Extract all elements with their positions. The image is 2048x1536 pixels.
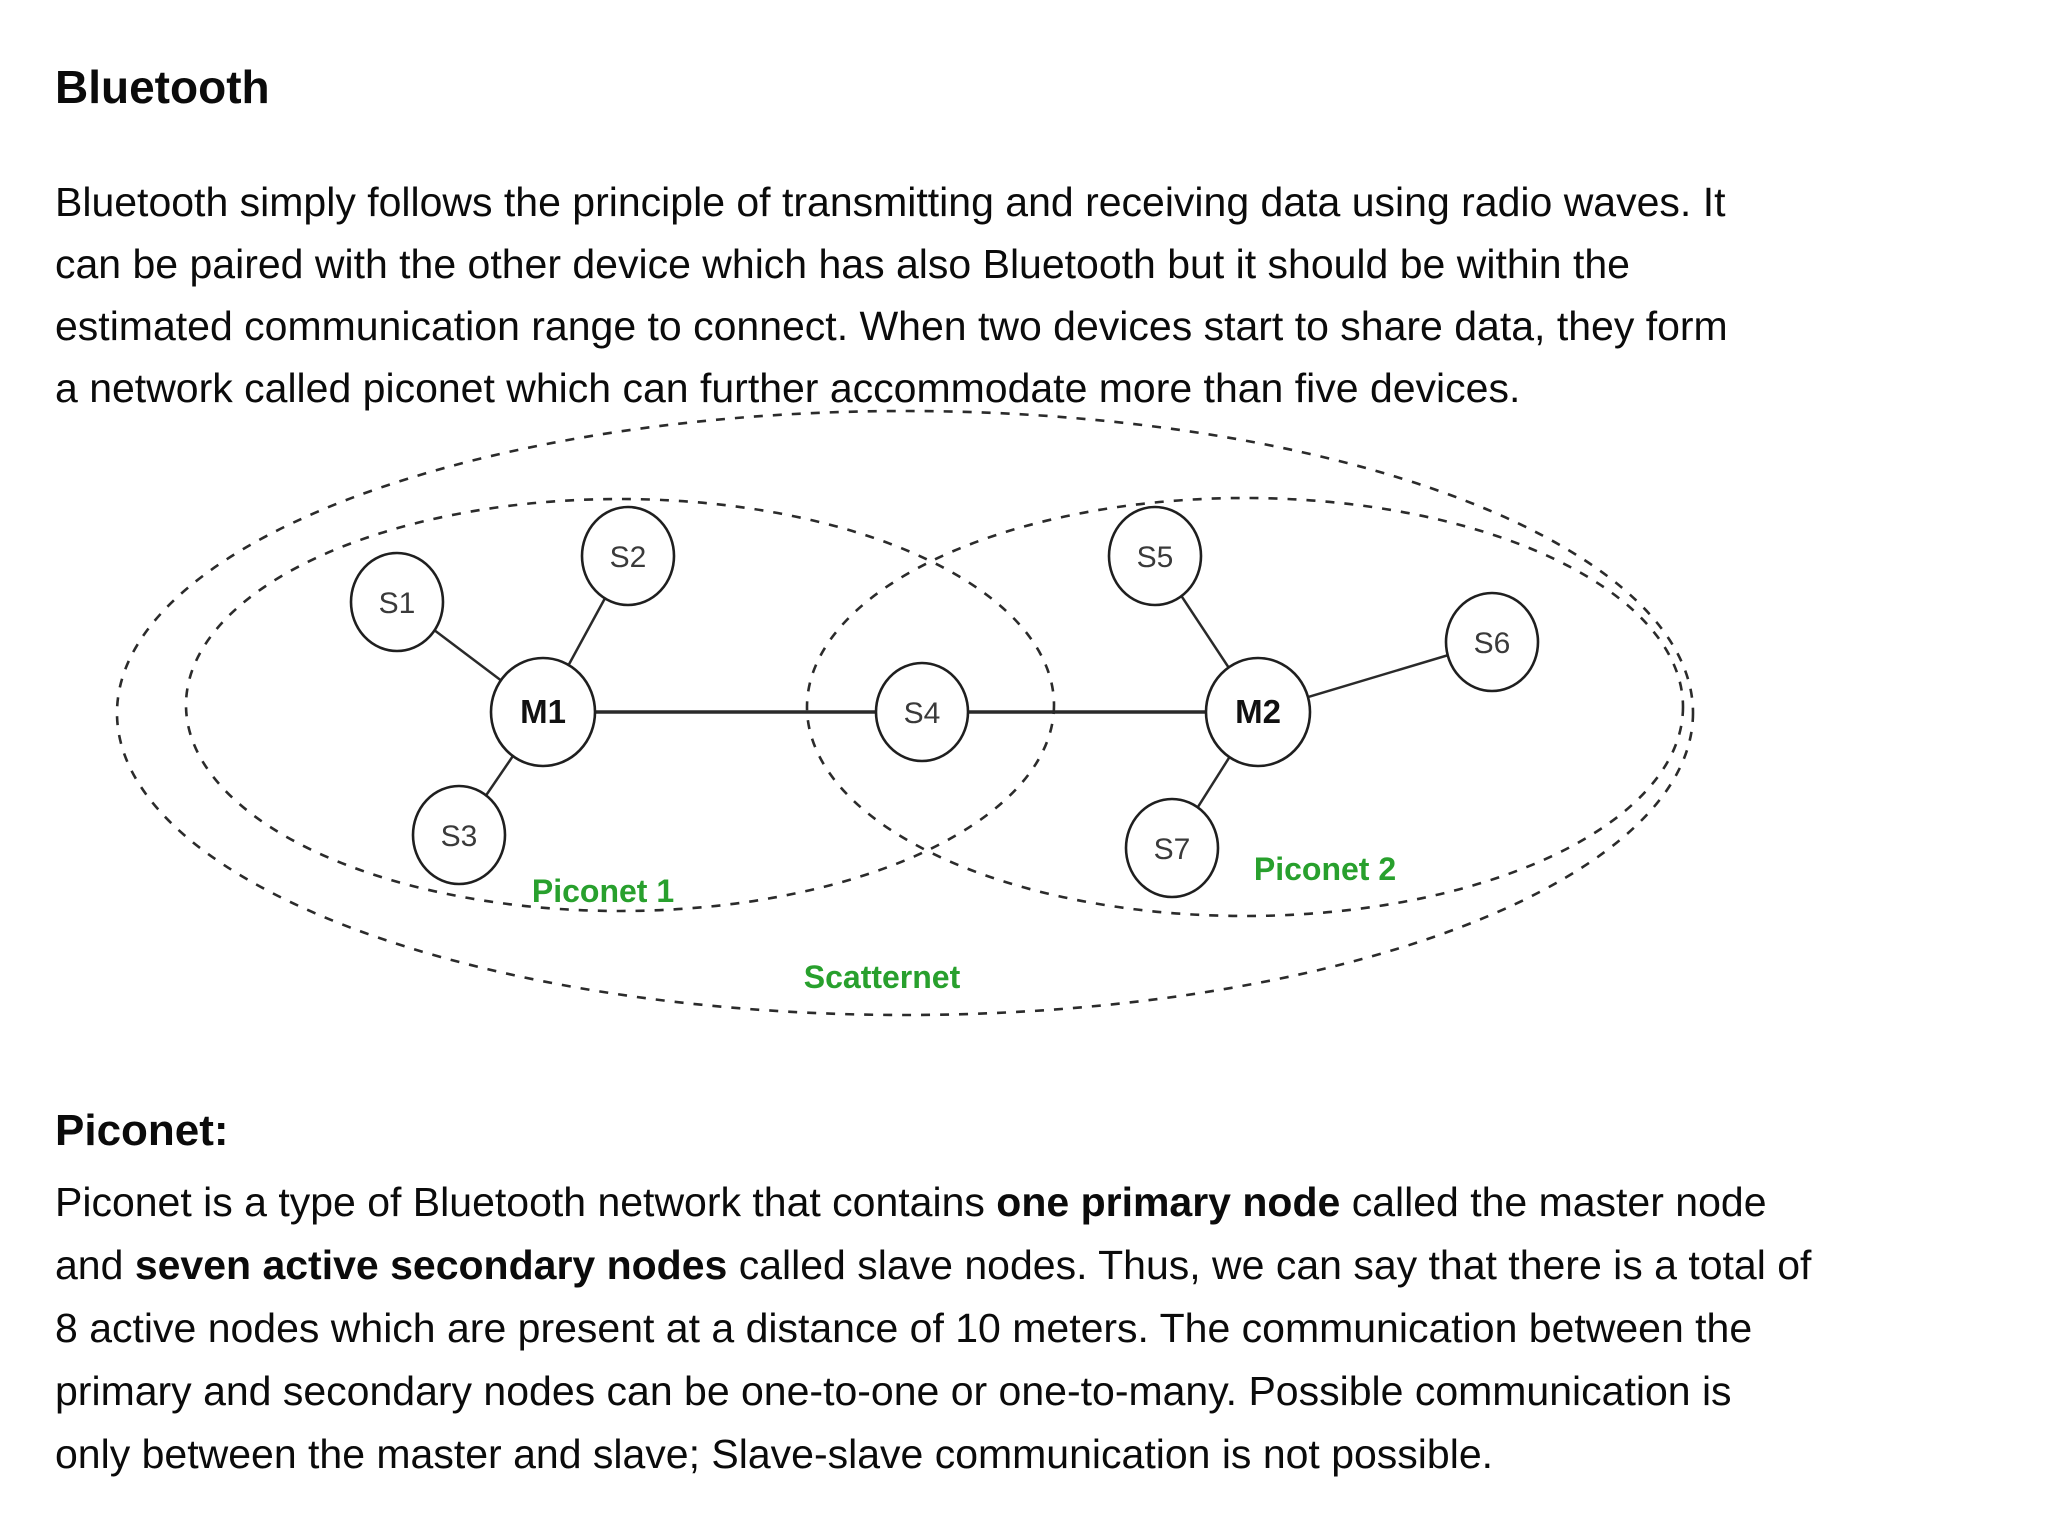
node-circle-M1 bbox=[489, 656, 597, 768]
node-label-S3: S3 bbox=[441, 820, 478, 853]
page-title: Bluetooth bbox=[55, 61, 270, 113]
piconet-1-label: Piconet 1 bbox=[532, 873, 674, 909]
piconet-2-label: Piconet 2 bbox=[1254, 851, 1396, 887]
text-segment: 8 active nodes which are present at a di… bbox=[55, 1305, 1753, 1351]
node-circle-S7 bbox=[1124, 797, 1220, 899]
text-segment: can be paired with the other device whic… bbox=[55, 241, 1630, 287]
bold-text-segment: one primary node bbox=[996, 1179, 1341, 1225]
text-line: 8 active nodes which are present at a di… bbox=[55, 1297, 2028, 1360]
text-line: only between the master and slave; Slave… bbox=[55, 1423, 2028, 1486]
text-line: and seven active secondary nodes called … bbox=[55, 1234, 2028, 1297]
node-label-S4: S4 bbox=[904, 697, 941, 730]
text-line: estimated communication range to connect… bbox=[55, 295, 2028, 357]
bold-text-segment: seven active secondary nodes bbox=[134, 1242, 728, 1288]
node-circle-S2 bbox=[580, 505, 676, 607]
text-line: a network called piconet which can furth… bbox=[55, 357, 2028, 419]
node-label-S5: S5 bbox=[1137, 541, 1174, 574]
node-circle-S6 bbox=[1444, 591, 1540, 693]
text-segment: called slave nodes. Thus, we can say tha… bbox=[727, 1242, 1812, 1288]
piconet-heading: Piconet: bbox=[55, 1106, 229, 1155]
text-segment: called the master node bbox=[1340, 1179, 1767, 1225]
text-segment: only between the master and slave; Slave… bbox=[55, 1431, 1494, 1477]
text-line: Bluetooth simply follows the principle o… bbox=[55, 171, 2028, 233]
node-circle-S3 bbox=[411, 784, 507, 886]
text-segment: Piconet is a type of Bluetooth network t… bbox=[55, 1179, 997, 1225]
text-segment: primary and secondary nodes can be one-t… bbox=[55, 1368, 1732, 1414]
node-circle-S5 bbox=[1107, 505, 1203, 607]
node-label-S7: S7 bbox=[1154, 833, 1191, 866]
node-label-S6: S6 bbox=[1474, 627, 1511, 660]
text-segment: a network called piconet which can furth… bbox=[55, 365, 1521, 411]
scatternet-range-ellipse bbox=[115, 409, 1695, 1017]
node-label-S2: S2 bbox=[610, 541, 647, 574]
text-line: primary and secondary nodes can be one-t… bbox=[55, 1360, 2028, 1423]
text-segment: estimated communication range to connect… bbox=[55, 303, 1728, 349]
scatternet-label: Scatternet bbox=[804, 959, 961, 995]
node-circle-S1 bbox=[349, 551, 445, 653]
intro-paragraph: Bluetooth simply follows the principle o… bbox=[55, 171, 2028, 419]
text-line: can be paired with the other device whic… bbox=[55, 233, 2028, 295]
node-circle-S4 bbox=[874, 661, 970, 763]
piconet-paragraph: Piconet is a type of Bluetooth network t… bbox=[55, 1171, 2028, 1486]
piconet-1-range-ellipse bbox=[184, 497, 1056, 913]
node-label-M1: M1 bbox=[520, 693, 566, 730]
text-line: Piconet is a type of Bluetooth network t… bbox=[55, 1171, 2028, 1234]
node-label-S1: S1 bbox=[379, 587, 416, 620]
text-segment: and bbox=[55, 1242, 135, 1288]
text-segment: Bluetooth simply follows the principle o… bbox=[55, 179, 1726, 225]
node-circle-M2 bbox=[1204, 656, 1312, 768]
node-label-M2: M2 bbox=[1235, 693, 1281, 730]
piconet-2-range-ellipse bbox=[805, 496, 1685, 918]
